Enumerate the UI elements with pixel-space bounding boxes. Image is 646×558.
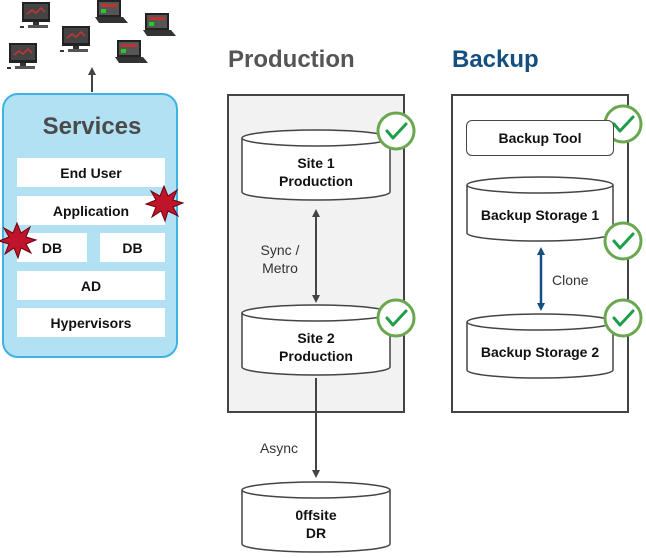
- site1-line1: Site 1: [297, 155, 335, 171]
- check-icon: [376, 298, 416, 338]
- laptop-icon: [115, 40, 148, 63]
- layer-ad: AD: [17, 271, 165, 300]
- clone-label: Clone: [552, 272, 589, 288]
- services-title: Services: [42, 113, 142, 140]
- site2-label: Site 2 Production: [242, 329, 390, 365]
- offsite-cylinder: [241, 481, 391, 553]
- layer-application: Application: [17, 196, 165, 225]
- services-panel: Services End User Application DB DB AD H…: [2, 93, 178, 358]
- client-devices: [0, 0, 200, 90]
- layer-db-right: DB: [100, 233, 165, 262]
- check-icon: [603, 298, 643, 338]
- site1-label: Site 1 Production: [242, 154, 390, 190]
- production-title: Production: [228, 46, 355, 73]
- backup-storage2-cylinder: [466, 313, 614, 379]
- offsite-line1: 0ffsite: [295, 507, 337, 523]
- offsite-label: 0ffsite DR: [242, 506, 390, 542]
- failure-burst-icon: [0, 221, 38, 260]
- site2-cylinder: [241, 304, 391, 376]
- backup-storage1-cylinder: [466, 176, 614, 242]
- check-icon: [603, 221, 643, 261]
- async-label: Async: [259, 440, 299, 456]
- check-icon: [376, 111, 416, 151]
- backup-storage2-label: Backup Storage 2: [480, 344, 600, 360]
- layer-end-user: End User: [17, 158, 165, 187]
- backup-tool-box: Backup Tool: [466, 120, 614, 156]
- desktop-icon: [60, 26, 90, 52]
- sync-label: Sync / Metro: [250, 241, 310, 277]
- desktop-icon: [20, 2, 50, 28]
- desktop-icon: [7, 43, 37, 69]
- layer-hypervisors: Hypervisors: [17, 308, 165, 337]
- laptop-icon: [143, 13, 176, 36]
- layer-db-left: DB: [17, 233, 87, 262]
- offsite-line2: DR: [305, 525, 327, 541]
- site1-line2: Production: [279, 173, 353, 189]
- site2-line1: Site 2: [297, 330, 335, 346]
- backup-title: Backup: [452, 46, 539, 73]
- failure-burst-icon: [144, 184, 185, 223]
- laptop-icon: [95, 0, 128, 23]
- sync-label-line2: Metro: [262, 260, 298, 276]
- site2-line2: Production: [279, 348, 353, 364]
- backup-storage1-label: Backup Storage 1: [480, 207, 600, 223]
- sync-label-line1: Sync /: [260, 242, 300, 258]
